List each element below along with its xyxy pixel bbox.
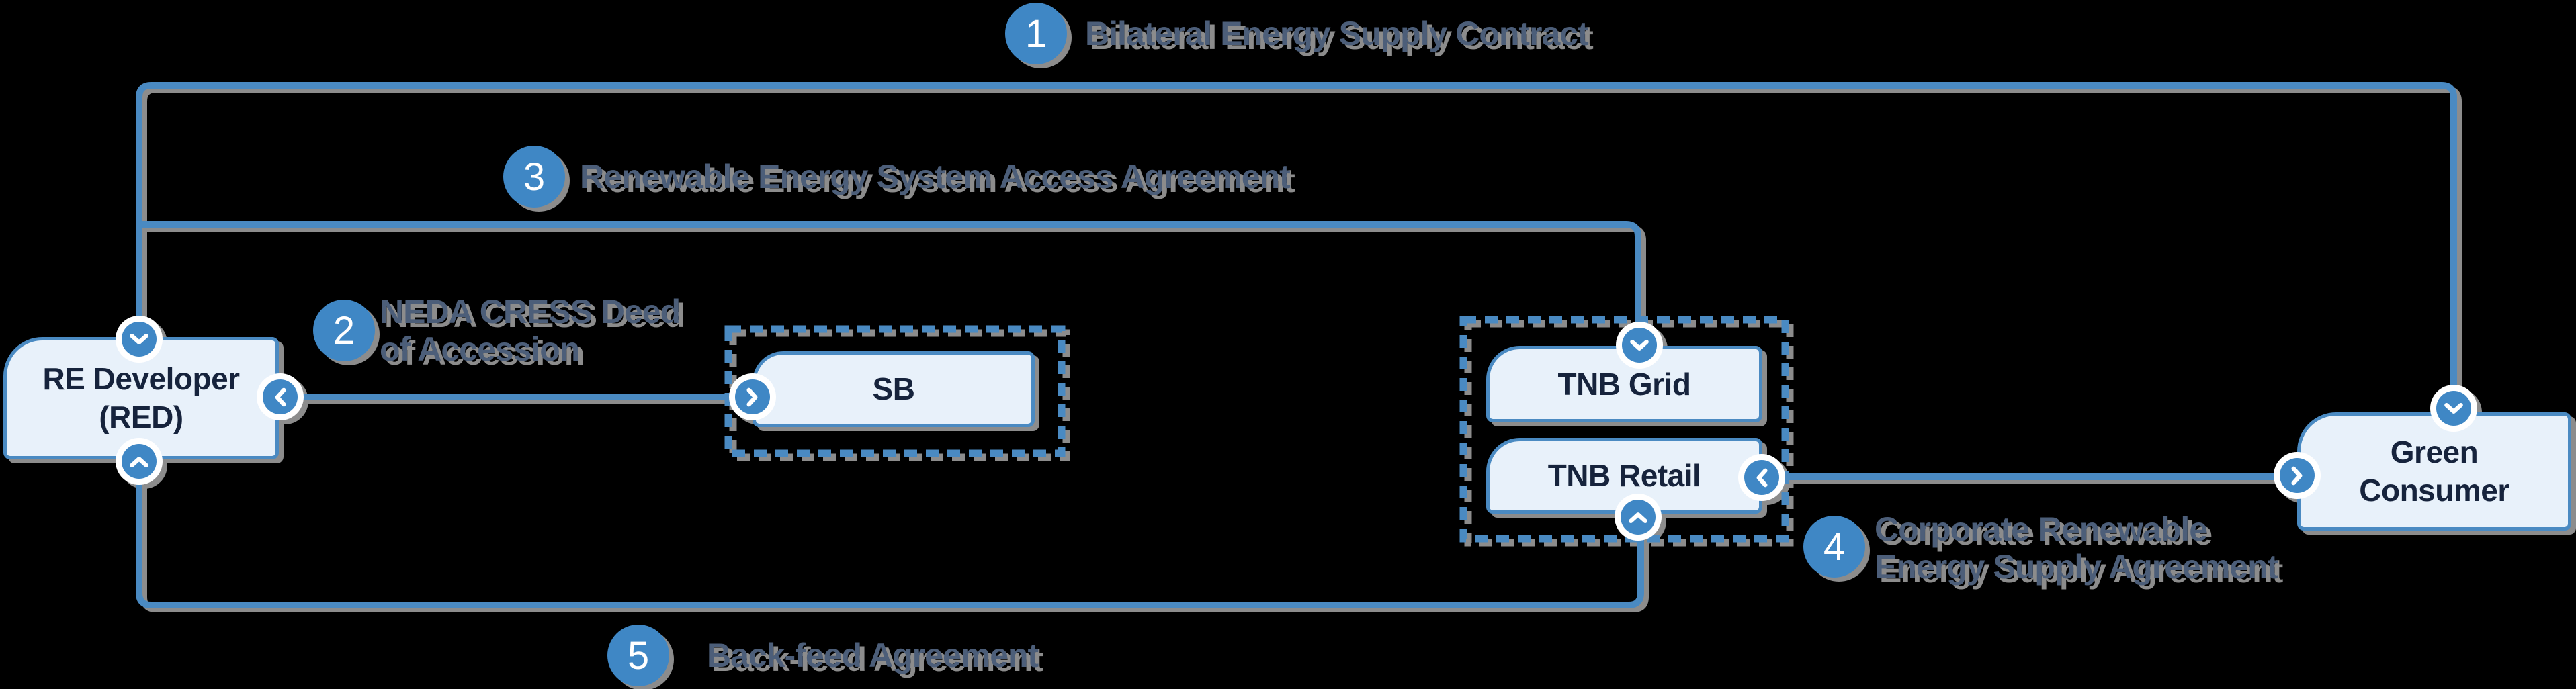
label-corporate-renewable-energy-supply-agreement: Corporate Renewable Energy Supply Agreem… <box>1875 510 2278 586</box>
node-tnb-retail: TNB Retail <box>1486 438 1762 514</box>
step-badge-3: 3 <box>503 146 565 208</box>
node-label: Green <box>2390 434 2479 469</box>
chevron-down-icon <box>1622 328 1657 363</box>
connector-bilateral-energy-supply-contract <box>136 82 2457 408</box>
node-label: Consumer <box>2359 473 2509 508</box>
connector-renewable-energy-system-access-agreement <box>139 221 1641 345</box>
chevron-left-icon <box>263 379 298 414</box>
label-line: Corporate Renewable <box>1875 510 2208 548</box>
connector-back-feed-agreement <box>136 461 1644 608</box>
chevron-left-icon <box>1744 460 1779 495</box>
node-label: TNB Grid <box>1557 366 1691 402</box>
node-tnb-grid: TNB Grid <box>1486 346 1762 422</box>
sb-dashed-container <box>724 325 1066 457</box>
step-number: 2 <box>333 308 355 353</box>
step-badge-1: 1 <box>1005 3 1067 64</box>
chevron-down-icon <box>2436 391 2471 426</box>
step-number: 3 <box>523 154 546 199</box>
label-line: of Accession <box>380 330 580 368</box>
step-badge-2: 2 <box>313 300 375 361</box>
chevron-right-icon <box>2280 458 2315 493</box>
label-neda-cress-deed-of-accession: NEDA CRESS Deed of Accession <box>380 293 681 368</box>
node-green-consumer: Green Consumer <box>2297 412 2571 531</box>
node-label: SB <box>872 371 915 406</box>
chevron-up-icon <box>122 444 157 479</box>
label-line: Energy Supply Agreement <box>1875 548 2278 586</box>
node-label: RE Developer <box>42 361 240 396</box>
label-line: Back-feed Agreement <box>707 637 1039 674</box>
tnb-dashed-container <box>1459 316 1789 543</box>
label-line: Bilateral Energy Supply Contract <box>1085 15 1589 52</box>
node-label: (RED) <box>99 400 183 434</box>
label-renewable-energy-system-access-agreement: Renewable Energy System Access Agreement <box>580 158 1291 195</box>
label-line: NEDA CRESS Deed <box>380 293 681 330</box>
label-back-feed-agreement: Back-feed Agreement <box>707 637 1039 674</box>
label-bilateral-energy-supply-contract: Bilateral Energy Supply Contract <box>1085 15 1589 52</box>
chevron-right-icon <box>735 379 770 414</box>
step-number: 4 <box>1823 524 1846 569</box>
step-number: 5 <box>627 633 650 678</box>
chevron-up-icon <box>1621 500 1656 535</box>
step-badge-5: 5 <box>607 625 669 686</box>
node-single-buyer: SB <box>753 351 1035 427</box>
chevron-down-icon <box>122 322 157 357</box>
label-line: Renewable Energy System Access Agreement <box>580 158 1291 195</box>
step-number: 1 <box>1025 11 1047 56</box>
step-badge-4: 4 <box>1803 516 1865 578</box>
node-label: TNB Retail <box>1547 458 1701 493</box>
